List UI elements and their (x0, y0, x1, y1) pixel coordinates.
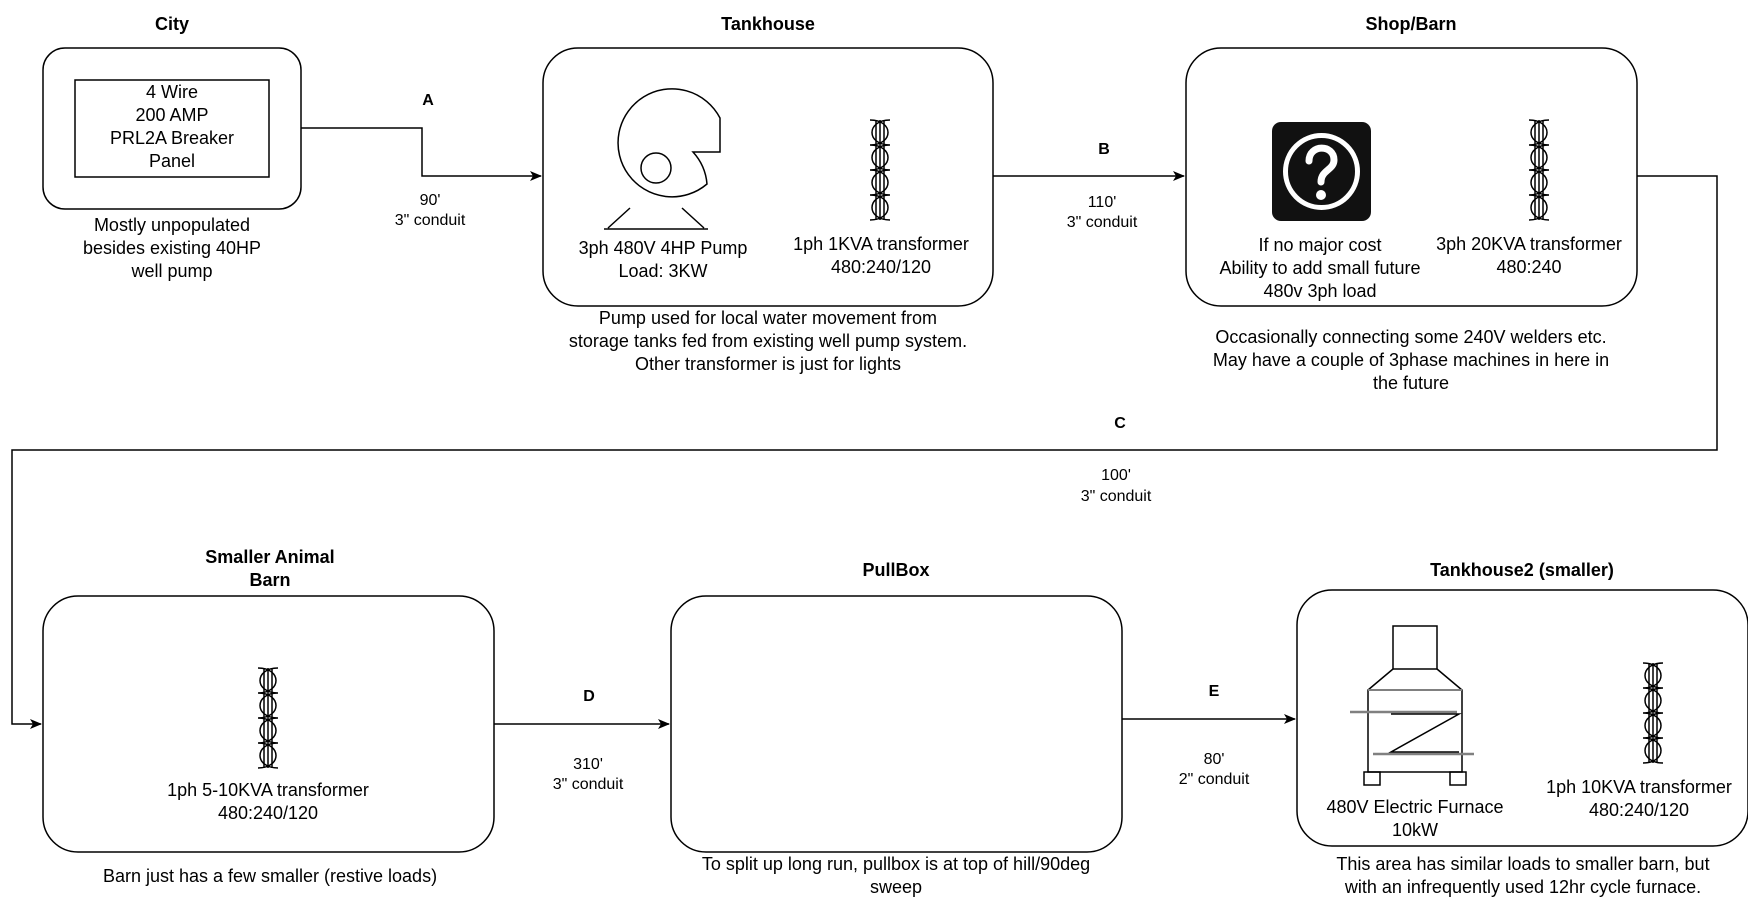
tankhouse2-transformer-icon (1642, 662, 1664, 764)
question-icon (1272, 122, 1371, 221)
run-c-line (11, 175, 1718, 729)
run-b-label: B (1098, 141, 1110, 158)
shop-barn-box (1185, 47, 1638, 307)
run-e-length: 80' (1203, 751, 1225, 768)
run-a-line (301, 127, 542, 181)
run-a-label: A (422, 92, 434, 109)
shop-barn-title: Shop/Barn (1365, 14, 1457, 34)
tankhouse2-furnace-label: 480V Electric Furnace 10kW (1326, 797, 1504, 840)
shop-transformer-icon (1528, 119, 1550, 221)
tankhouse-pump-label: 3ph 480V 4HP Pump Load: 3KW (578, 238, 748, 281)
furnace-icon (1350, 625, 1474, 786)
run-d-conduit: 3" conduit (552, 776, 624, 793)
smaller-barn-transformer-label: 1ph 5-10KVA transformer 480:240/120 (167, 780, 369, 823)
run-e-label: E (1208, 683, 1220, 700)
run-b-conduit: 3" conduit (1066, 214, 1138, 231)
pullbox-title: PullBox (862, 560, 930, 580)
tankhouse-note: Pump used for local water movement from … (568, 308, 968, 374)
shop-unknown-label: If no major cost Ability to add small fu… (1219, 235, 1421, 301)
run-c-conduit: 3" conduit (1080, 488, 1152, 505)
run-b-length: 110' (1087, 194, 1117, 211)
pump-icon (604, 88, 721, 230)
shop-barn-note: Occasionally connecting some 240V welder… (1212, 327, 1610, 393)
run-e-conduit: 2" conduit (1178, 771, 1250, 788)
city-title: City (154, 14, 189, 34)
tankhouse2-box (1296, 589, 1748, 847)
run-a-conduit: 3" conduit (394, 212, 466, 229)
city-note: Mostly unpopulated besides existing 40HP… (82, 215, 262, 281)
city-panel-label: 4 Wire 200 AMP PRL2A Breaker Panel (109, 82, 235, 171)
tankhouse2-note: This area has similar loads to smaller b… (1336, 854, 1710, 897)
smaller-barn-note: Barn just has a few smaller (restive loa… (102, 866, 438, 886)
run-d-length: 310' (573, 756, 603, 773)
tankhouse-title: Tankhouse (721, 14, 815, 34)
city-panel-box (74, 79, 270, 178)
tankhouse-transformer-label: 1ph 1KVA transformer 480:240/120 (793, 234, 969, 277)
smaller-barn-transformer-icon (257, 667, 279, 769)
tankhouse-box (542, 47, 994, 307)
shop-transformer-label: 3ph 20KVA transformer 480:240 (1436, 234, 1622, 277)
run-d-label: D (583, 688, 595, 705)
pullbox-note: To split up long run, pullbox is at top … (701, 854, 1091, 897)
tankhouse2-transformer-label: 1ph 10KVA transformer 480:240/120 (1546, 777, 1732, 820)
tankhouse-transformer-icon (869, 119, 891, 221)
run-c-length: 100' (1101, 467, 1131, 484)
smaller-barn-title: Smaller Animal Barn (205, 547, 335, 590)
run-c-label: C (1114, 415, 1126, 432)
tankhouse2-title: Tankhouse2 (smaller) (1430, 560, 1614, 580)
run-a-length: 90' (419, 192, 441, 209)
pullbox-box (670, 595, 1123, 853)
